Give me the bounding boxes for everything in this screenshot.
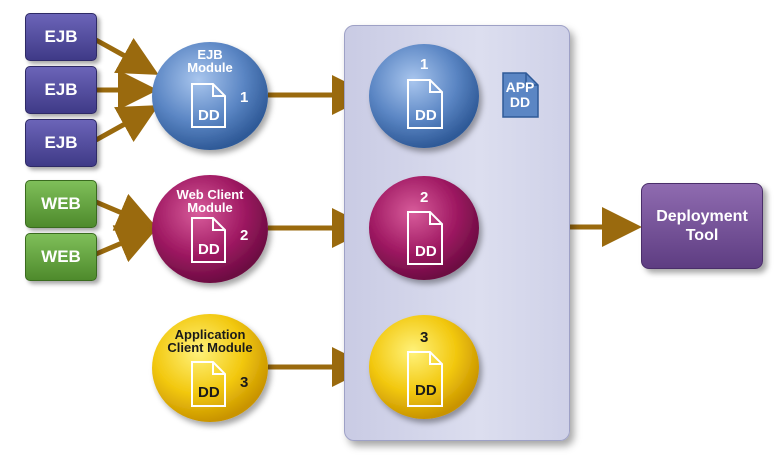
client-module-dd: DD — [198, 384, 220, 401]
web-box-1: WEB — [25, 180, 97, 228]
app-dd-label: APP DD — [500, 80, 540, 110]
web-module-title-line2: Module — [187, 200, 233, 215]
web-box-2: WEB — [25, 233, 97, 281]
app-item-3-ellipse — [369, 315, 479, 419]
ejb-module-title-line1: EJB — [197, 47, 223, 62]
app-dd-line2: DD — [509, 94, 531, 110]
document-icon — [407, 351, 443, 407]
ejb-module-title: EJB Module — [170, 48, 250, 74]
document-icon — [191, 361, 226, 407]
app-item-2-ellipse — [369, 176, 479, 280]
web-module-title-line1: Web Client — [176, 187, 244, 202]
document-icon — [407, 211, 443, 265]
arrow-web1-to-module — [95, 193, 158, 231]
deployment-tool-line1: Deployment — [656, 208, 748, 225]
deployment-tool-line2: Tool — [685, 227, 719, 244]
ejb-box-3: EJB — [25, 119, 97, 167]
web-module-number: 2 — [240, 227, 249, 244]
app-item-1-ellipse — [369, 44, 479, 148]
ejb-box-1: EJB — [25, 13, 97, 61]
document-icon — [191, 83, 226, 128]
web-module-title: Web Client Module — [160, 188, 260, 214]
arrow-ejb3-to-module — [94, 105, 159, 143]
arrow-web2-to-module — [95, 225, 158, 263]
deployment-tool-box: Deployment Tool — [641, 183, 763, 269]
ejb-module-ellipse — [152, 42, 268, 150]
app-dd-document-icon — [502, 72, 539, 118]
app-dd-line1: APP — [505, 79, 535, 95]
app-item-1-dd: DD — [415, 107, 437, 124]
ejb-module-title-line2: Module — [187, 60, 233, 75]
client-module-ellipse — [152, 314, 268, 422]
ejb-module-dd: DD — [198, 107, 220, 124]
document-icon — [191, 217, 226, 263]
ejb-module-number: 1 — [240, 89, 249, 106]
app-item-3-number: 3 — [420, 329, 429, 346]
app-item-1-number: 1 — [420, 56, 429, 73]
client-module-title-line2: Client Module — [167, 340, 253, 355]
client-module-title-line1: Application — [174, 327, 246, 342]
web-module-ellipse — [152, 175, 268, 283]
document-icon — [407, 79, 443, 129]
client-module-number: 3 — [240, 374, 249, 391]
web-module-dd: DD — [198, 241, 220, 258]
app-item-2-number: 2 — [420, 189, 429, 206]
arrow-ejb1-to-module — [94, 37, 159, 75]
ejb-box-2: EJB — [25, 66, 97, 114]
app-item-3-dd: DD — [415, 382, 437, 399]
client-module-title: Application Client Module — [155, 328, 265, 354]
app-item-2-dd: DD — [415, 243, 437, 260]
